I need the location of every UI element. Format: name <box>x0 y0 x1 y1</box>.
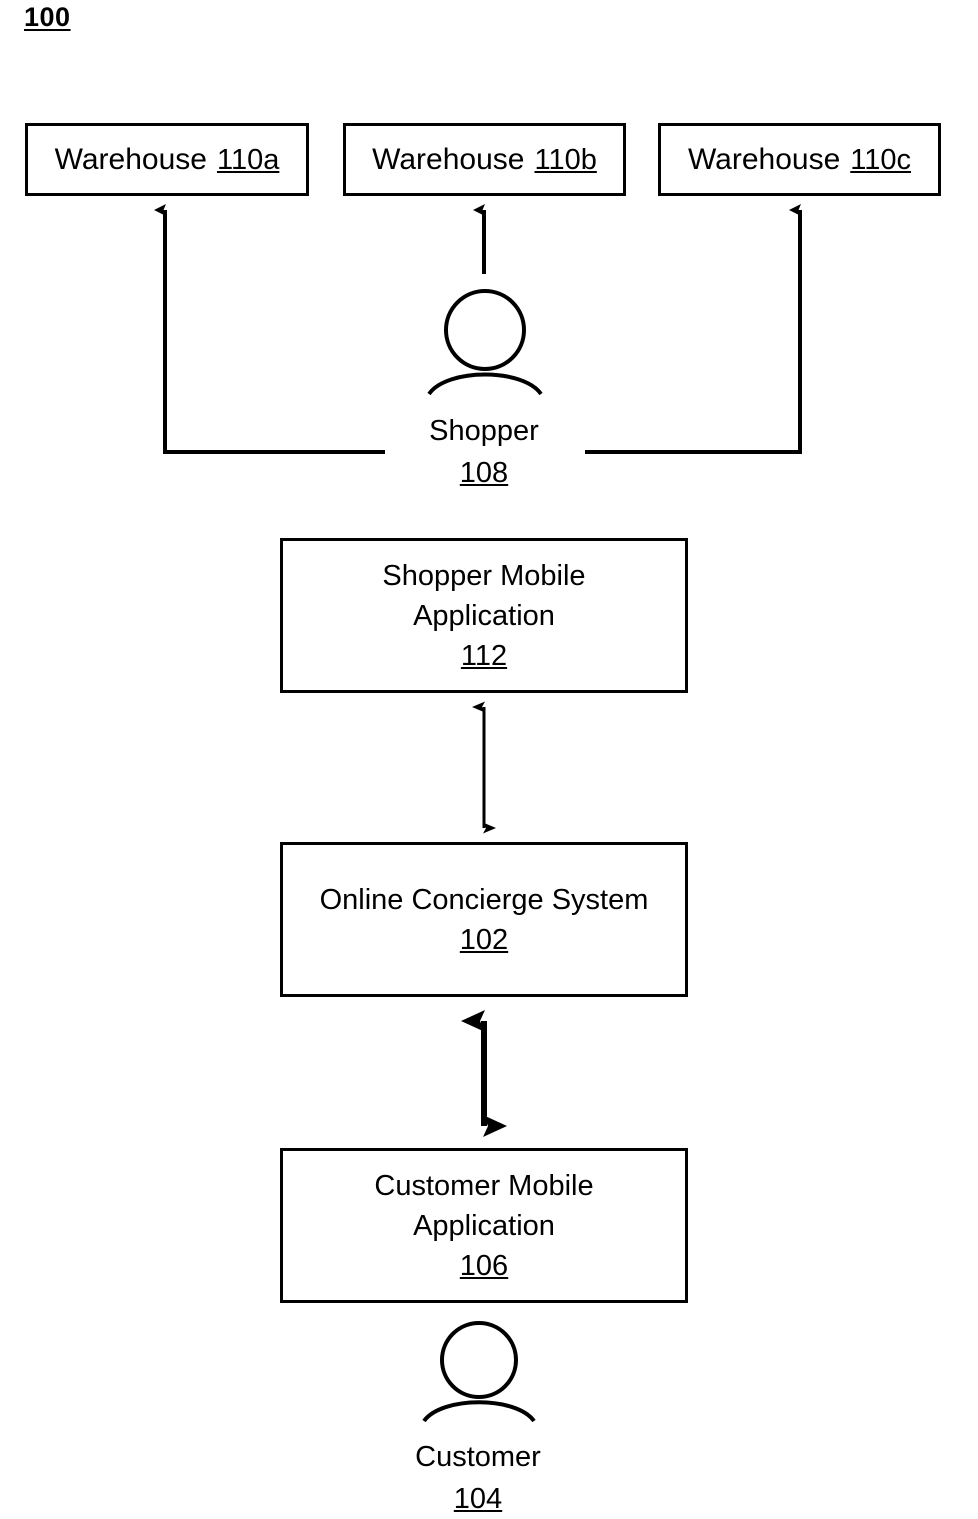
figure-number-label: 100 <box>24 2 71 32</box>
node-customer-app-line1: Customer Mobile <box>374 1169 594 1202</box>
node-online-concierge-system[interactable]: Online Concierge System 102 <box>280 842 688 997</box>
node-warehouse-110a-label: Warehouse <box>54 142 207 176</box>
shopper-caption: Shopper 108 <box>354 410 614 494</box>
connector-shopper-to-warehouse-c <box>585 204 802 454</box>
node-warehouse-110c[interactable]: Warehouse 110c <box>658 123 941 196</box>
node-customer-mobile-application[interactable]: Customer Mobile Application 106 <box>280 1148 688 1303</box>
node-shopper-mobile-application[interactable]: Shopper Mobile Application 112 <box>280 538 688 693</box>
node-shopper-app-line1: Shopper Mobile <box>382 559 586 592</box>
customer-label: Customer <box>415 1441 541 1473</box>
node-customer-app-ref: 106 <box>459 1249 509 1282</box>
node-shopper-app-ref: 112 <box>460 639 508 672</box>
node-warehouse-110c-ref: 110c <box>850 143 912 176</box>
customer-person-icon <box>422 1321 536 1423</box>
customer-ref: 104 <box>453 1483 503 1515</box>
node-warehouse-110b-label: Warehouse <box>372 142 525 176</box>
shopper-person-icon <box>427 289 543 396</box>
node-warehouse-110a[interactable]: Warehouse 110a <box>25 123 309 196</box>
node-warehouse-110b[interactable]: Warehouse 110b <box>343 123 626 196</box>
shopper-ref: 108 <box>459 457 509 489</box>
shopper-label: Shopper <box>429 415 539 447</box>
node-warehouse-110c-label: Warehouse <box>687 142 841 176</box>
customer-caption: Customer 104 <box>348 1436 608 1519</box>
node-concierge-ref: 102 <box>459 923 509 956</box>
connector-shopper-to-warehouse-a <box>154 204 385 454</box>
node-shopper-app-line2: Application <box>413 599 555 632</box>
node-customer-app-line2: Application <box>413 1209 555 1242</box>
node-warehouse-110b-ref: 110b <box>534 143 597 176</box>
node-concierge-line1: Online Concierge System <box>319 883 649 916</box>
node-warehouse-110a-ref: 110a <box>216 143 280 176</box>
